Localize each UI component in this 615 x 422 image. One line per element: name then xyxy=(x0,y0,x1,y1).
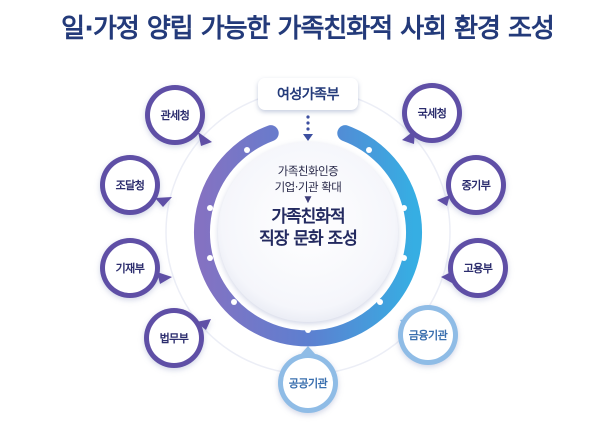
center-line-3: 가족친화적 xyxy=(271,207,345,227)
center-content: 가족친화인증 기업·기관 확대 ▼ 가족친화적 직장 문화 조성 xyxy=(233,163,383,250)
ministry-box: 여성가족부 xyxy=(258,78,358,110)
center-line-1: 가족친화인증 xyxy=(277,164,339,178)
agency-customs: 관세청 xyxy=(150,90,200,140)
agency-moj: 법무부 xyxy=(149,313,199,363)
agency-mosf: 기재부 xyxy=(105,243,155,293)
center-line-4: 직장 문화 조성 xyxy=(259,229,358,249)
agency-procurement: 조달청 xyxy=(105,160,155,210)
down-arrow-icon: ▼ xyxy=(304,195,312,205)
connector-dots xyxy=(306,115,310,131)
main-ring xyxy=(194,125,422,347)
connector-arrow xyxy=(303,134,313,141)
center-line-2: 기업·기관 확대 xyxy=(274,180,342,194)
agency-moel: 고용부 xyxy=(453,243,503,293)
center-disc xyxy=(218,142,398,322)
agency-public: 공공기관 xyxy=(283,358,333,408)
agency-finance: 금융기관 xyxy=(403,310,453,360)
page-title: 일·가정 양립 가능한 가족친화적 사회 환경 조성 xyxy=(61,14,555,44)
agency-mss: 중기부 xyxy=(451,160,501,210)
ring-dots xyxy=(207,147,407,333)
agency-nts: 국세청 xyxy=(407,88,457,138)
